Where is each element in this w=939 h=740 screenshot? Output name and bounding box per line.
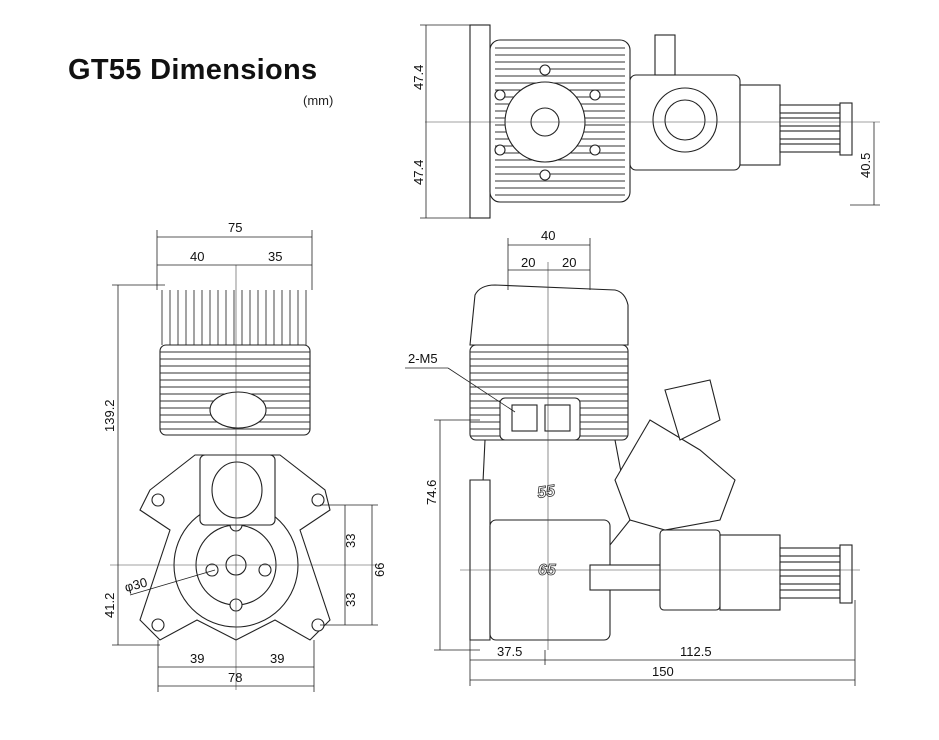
dim-front-height-upper: 139.2 [102,399,117,432]
dim-base-right: 39 [270,651,284,666]
top-view [420,24,880,219]
dim-bolt-lower: 33 [343,593,358,607]
dim-head-width: 40 [541,228,555,243]
svg-text:55: 55 [536,482,557,501]
dim-front-width: 75 [228,220,242,235]
page-title: GT55 Dimensions [68,54,318,86]
svg-text:65: 65 [538,562,557,579]
dim-base-left: 39 [190,651,204,666]
dim-bolt-span: 66 [372,563,387,577]
dim-top-offset: 40.5 [858,153,873,178]
side-view: 55 65 [405,238,860,686]
dim-top-upper: 47.4 [411,65,426,90]
unit-label: (mm) [303,93,334,108]
dim-top-lower: 47.4 [411,160,426,185]
dim-side-height: 74.6 [424,480,439,505]
dim-bolt-upper: 33 [343,534,358,548]
dim-base-total: 78 [228,670,242,685]
front-view [110,230,380,692]
dim-total-length: 150 [652,664,674,679]
dim-front-length: 37.5 [497,644,522,659]
dim-head-right: 20 [562,255,576,270]
dim-rear-length: 112.5 [680,644,712,659]
dim-front-height-lower: 41.2 [102,593,117,618]
dim-head-left: 20 [521,255,535,270]
dim-front-right: 35 [268,249,282,264]
dim-front-left: 40 [190,249,204,264]
thread-label: 2-M5 [408,351,438,366]
dim-hub-diameter: φ30 [123,574,149,594]
